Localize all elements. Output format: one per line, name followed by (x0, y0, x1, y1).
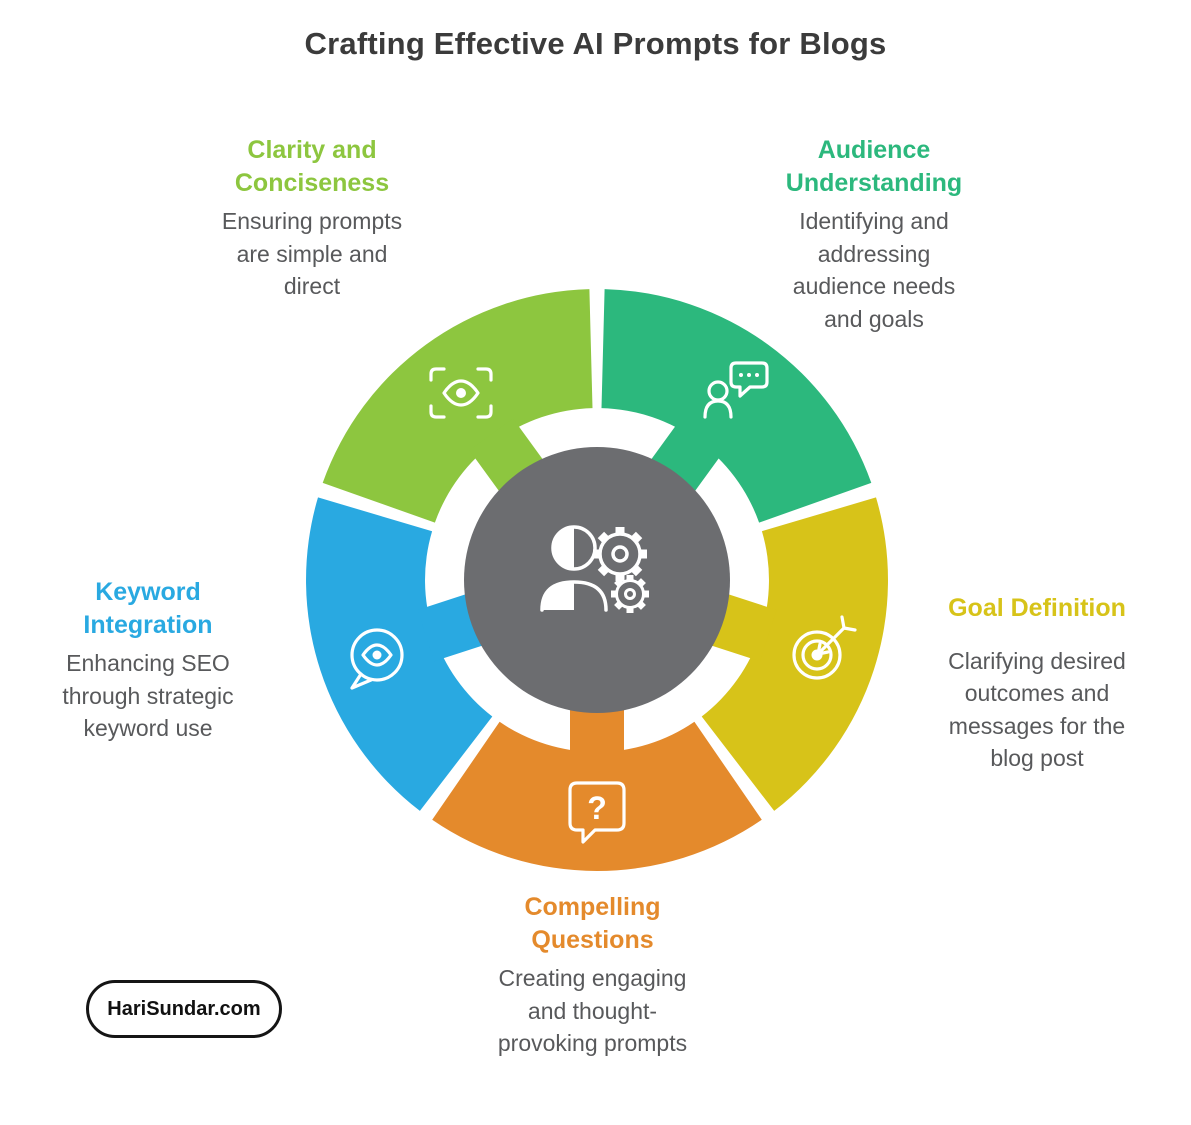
hub-circle (464, 447, 730, 713)
segment-label: Keyword Integration (83, 578, 213, 639)
eye-scan-icon (429, 367, 493, 419)
segment-callout-clarity: Clarity and Conciseness Ensuring prompts… (207, 134, 417, 303)
segment-label: Goal Definition (948, 594, 1126, 622)
question-mark-glyph: ? (587, 790, 607, 826)
gear-small-icon (611, 575, 649, 613)
segment-callout-goal: Goal Definition Clarifying desired outco… (932, 592, 1142, 775)
question-bubble-icon: ? (568, 781, 626, 844)
segment-label: Compelling Questions (524, 893, 661, 954)
eye-bubble-icon (350, 628, 404, 690)
gear-large-icon (593, 527, 647, 581)
segment-description: Clarifying desired outcomes and messages… (948, 647, 1126, 772)
segment-description: Creating engaging and thought-provoking … (497, 965, 688, 1057)
page-title: Crafting Effective AI Prompts for Blogs (304, 26, 887, 61)
target-arrow-icon (792, 615, 857, 680)
segment-description: Enhancing SEO through strategic keyword … (62, 650, 234, 742)
person-gears-icon (540, 525, 649, 613)
segment-description: Identifying and addressing audience need… (792, 208, 956, 332)
segment-label: Clarity and Conciseness (234, 136, 390, 197)
segment-callout-keyword: Keyword Integration Enhancing SEO throug… (43, 576, 253, 745)
segment-callout-questions: Compelling Questions Creating engaging a… (485, 891, 700, 1060)
brand-badge: HariSundar.com (86, 980, 282, 1038)
segment-callout-audience: Audience Understanding Identifying and a… (776, 134, 972, 336)
brand-label: HariSundar.com (107, 997, 261, 1020)
segment-arc-keyword (306, 497, 494, 811)
person-chat-icon (703, 361, 769, 419)
segment-description: Ensuring prompts are simple and direct (221, 208, 403, 300)
segment-label: Audience Understanding (785, 136, 963, 197)
